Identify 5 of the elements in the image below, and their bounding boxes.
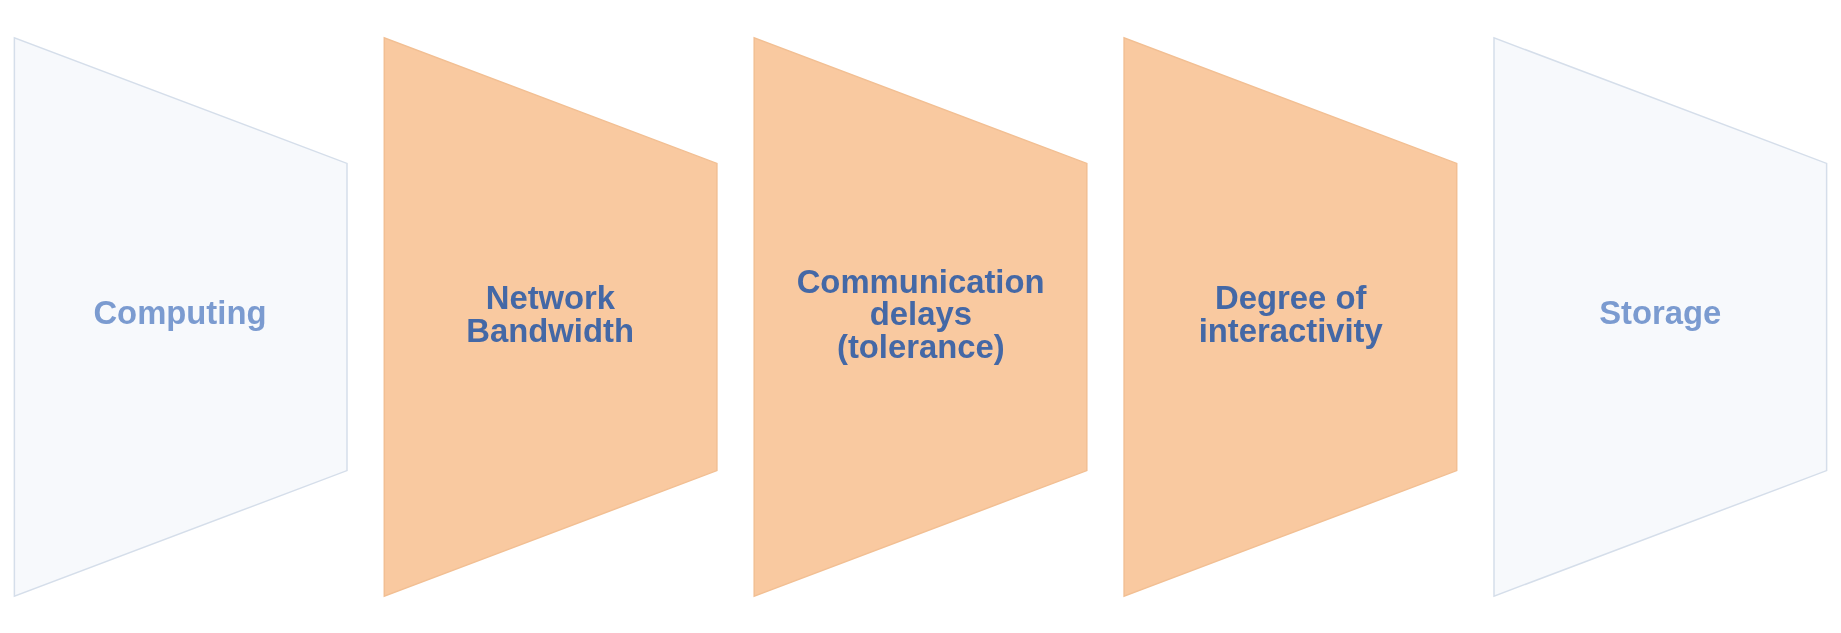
node-box: Storage xyxy=(1493,36,1828,597)
node-box: Communication delays (tolerance) xyxy=(753,36,1088,597)
node-box: Degree of interactivity xyxy=(1123,36,1458,597)
node-box: Network Bandwidth xyxy=(383,36,718,597)
node-box: Computing xyxy=(13,36,348,597)
